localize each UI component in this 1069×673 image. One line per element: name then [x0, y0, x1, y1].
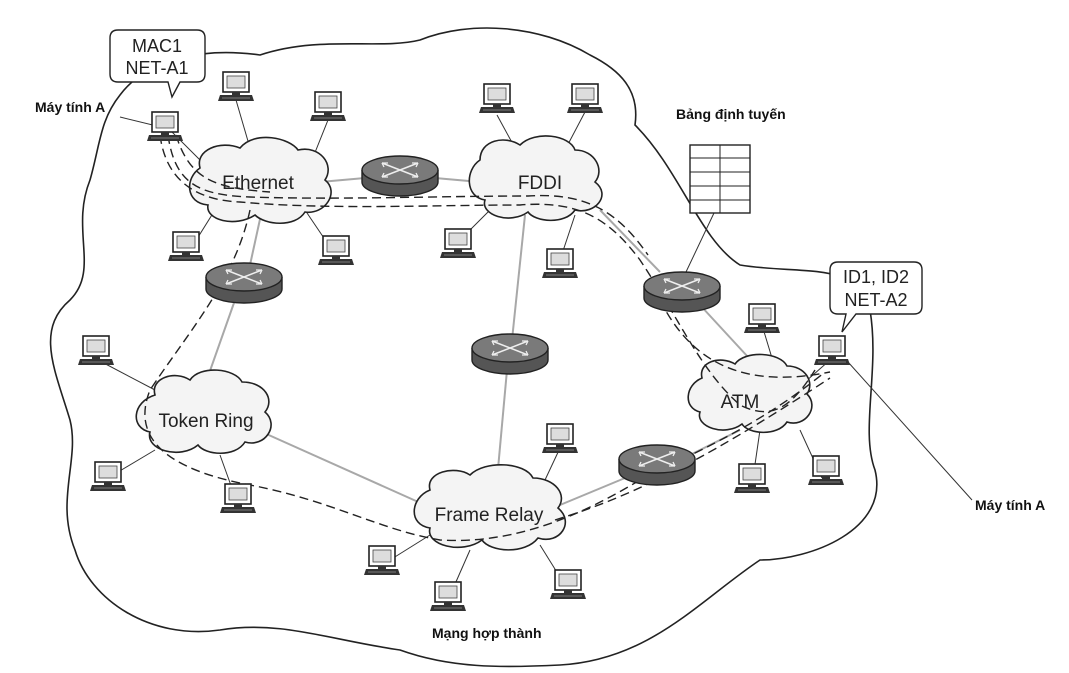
computer-icon — [566, 83, 604, 114]
computer-icon — [146, 111, 184, 142]
atm-cloud — [687, 353, 813, 434]
callout-left-line2: NET-A1 — [125, 58, 188, 78]
ethernet-cloud — [188, 136, 332, 225]
computer-a-left-label: Máy tính A — [35, 99, 105, 115]
network-label-token-ring: Token Ring — [158, 411, 253, 432]
router-icon — [205, 262, 283, 304]
computer-icon — [439, 228, 477, 259]
frame-relay-cloud — [413, 464, 567, 551]
computer-icon — [89, 461, 127, 492]
network-label-frame-relay: Frame Relay — [435, 505, 544, 526]
routing-table-icon — [689, 144, 751, 214]
computer-icon — [219, 483, 257, 514]
computer-icon — [813, 335, 851, 366]
router-icon — [618, 444, 696, 486]
computer-icon — [478, 83, 516, 114]
computer-icon — [77, 335, 115, 366]
routing-table-label: Bảng định tuyến — [676, 106, 786, 122]
computer-icon — [743, 303, 781, 334]
computer-icon — [363, 545, 401, 576]
computer-icon — [429, 581, 467, 612]
computer-icon — [309, 91, 347, 122]
computer-icon — [733, 463, 771, 494]
computer-icon — [541, 423, 579, 454]
fddi-cloud — [468, 135, 603, 222]
computer-icon — [807, 455, 845, 486]
network-label-ethernet: Ethernet — [222, 173, 295, 194]
computer-a-right-label: Máy tính A — [975, 497, 1045, 513]
computer-icon — [541, 248, 579, 279]
callout-left-line1: MAC1 — [132, 36, 182, 56]
computer-links — [97, 99, 973, 601]
callout-left: MAC1 NET-A1 — [109, 29, 206, 99]
computer-icon — [317, 235, 355, 266]
computer-icon — [549, 569, 587, 600]
internet-label: Mạng hợp thành — [432, 625, 542, 641]
callout-right-line1: ID1, ID2 — [843, 267, 909, 287]
router-icon — [643, 271, 721, 313]
router-icon — [361, 155, 439, 197]
network-label-fddi: FDDI — [518, 173, 562, 194]
network-label-atm: ATM — [721, 392, 760, 413]
router-icon — [471, 333, 549, 375]
callout-right: ID1, ID2 NET-A2 — [829, 261, 923, 333]
internet-boundary — [49, 27, 878, 668]
callout-right-line2: NET-A2 — [844, 290, 907, 310]
computer-icon — [217, 71, 255, 102]
computer-icon — [167, 231, 205, 262]
